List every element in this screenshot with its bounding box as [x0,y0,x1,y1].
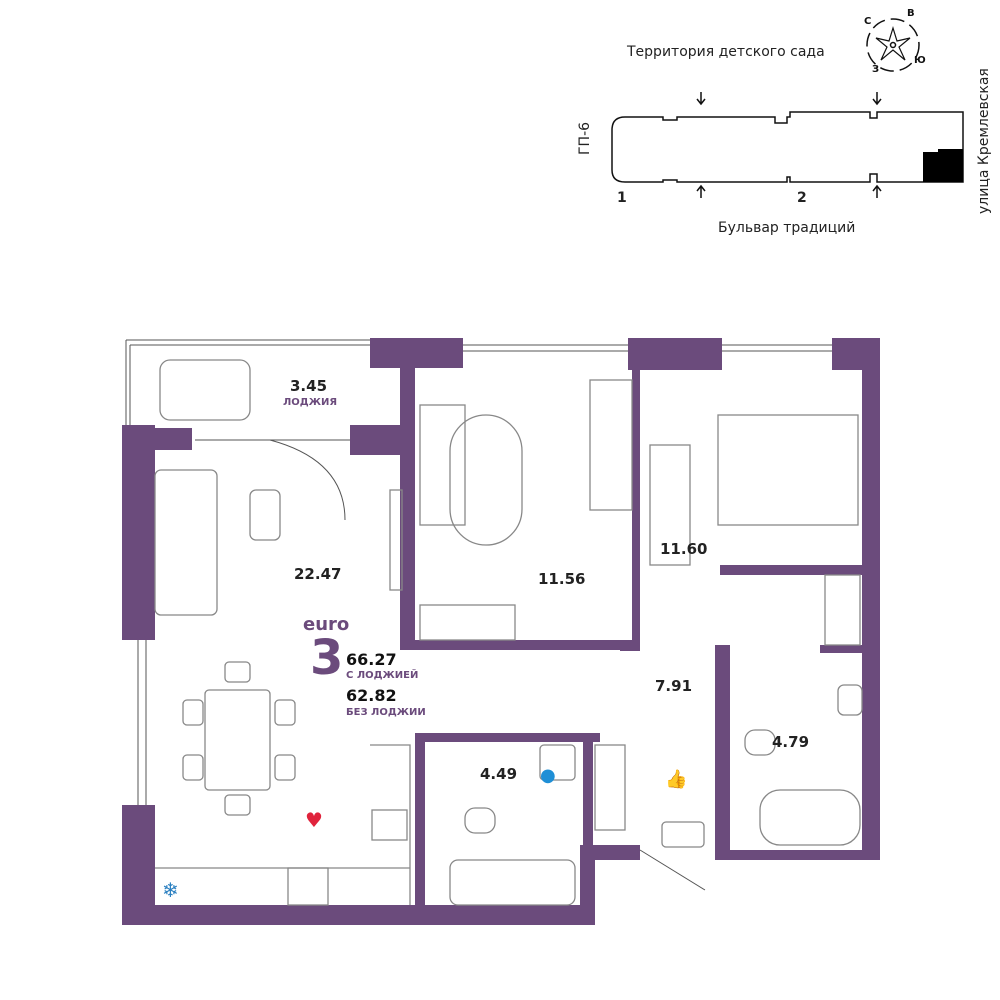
loggia-area: 3.45 [290,377,328,395]
sink [371,809,408,841]
without-loggia-label: БЕЗ ЛОДЖИИ [346,707,426,718]
living-area: 22.47 [294,565,342,583]
walls [122,338,880,925]
area-with-loggia: 66.27 [346,650,397,669]
thumbs-up-icon: 👍 [665,769,688,790]
compass-north: С [864,16,872,27]
kitchen-counter [155,744,411,905]
bathtub2 [759,789,861,846]
area-without-loggia: 62.82 [346,686,397,705]
east-street-label: улица Кремлевская [976,68,992,214]
heart-icon: ♥ [305,808,323,832]
tv-stand [389,489,403,591]
loggia-door [195,439,350,521]
water-drop-icon: ● [540,765,556,786]
key-plan [611,18,964,198]
apartment-marker [923,149,963,182]
compass-east: В [907,8,915,19]
hall-area: 7.91 [655,677,693,695]
rooms-count: 3 [310,630,344,686]
north-street-label: Территория детского сада [627,44,825,60]
compass-icon [866,18,920,72]
compass-south: Ю [914,55,926,66]
rug [449,414,523,546]
toilet1 [464,807,496,834]
apartment-type: euro [303,614,350,635]
bath2-area: 4.79 [772,733,810,751]
coffee-table [249,489,281,541]
loggia-label: ЛОДЖИЯ [283,397,338,408]
armchairs [159,359,251,421]
with-loggia-label: С ЛОДЖИЕЙ [346,670,419,681]
toilet2 [744,729,776,756]
shoe-mat [661,821,705,848]
compass-west: З [872,64,880,75]
stove [287,867,329,906]
radiator [419,604,516,641]
bed2 [717,414,859,526]
bathtub1 [449,859,576,906]
section-2-label: 2 [797,190,807,206]
bedroom2-area: 11.60 [660,540,708,558]
south-street-label: Бульвар традиций [718,220,856,236]
bed1 [419,404,466,526]
bedroom1-area: 11.56 [538,570,586,588]
section-1-label: 1 [617,190,627,206]
heated-rail [594,744,626,831]
wardrobe [649,444,691,566]
dining-table [204,689,271,791]
entry-door [639,849,706,891]
sofa [154,469,218,616]
west-building-label: ГП-6 [577,121,593,155]
washer [539,744,576,781]
snowflake-icon: ❄ [162,878,179,902]
desk [589,379,633,511]
basin2 [837,684,863,716]
bath1-area: 4.49 [480,765,518,783]
radiator2 [824,574,861,646]
furniture [154,359,863,906]
windows [125,339,832,891]
